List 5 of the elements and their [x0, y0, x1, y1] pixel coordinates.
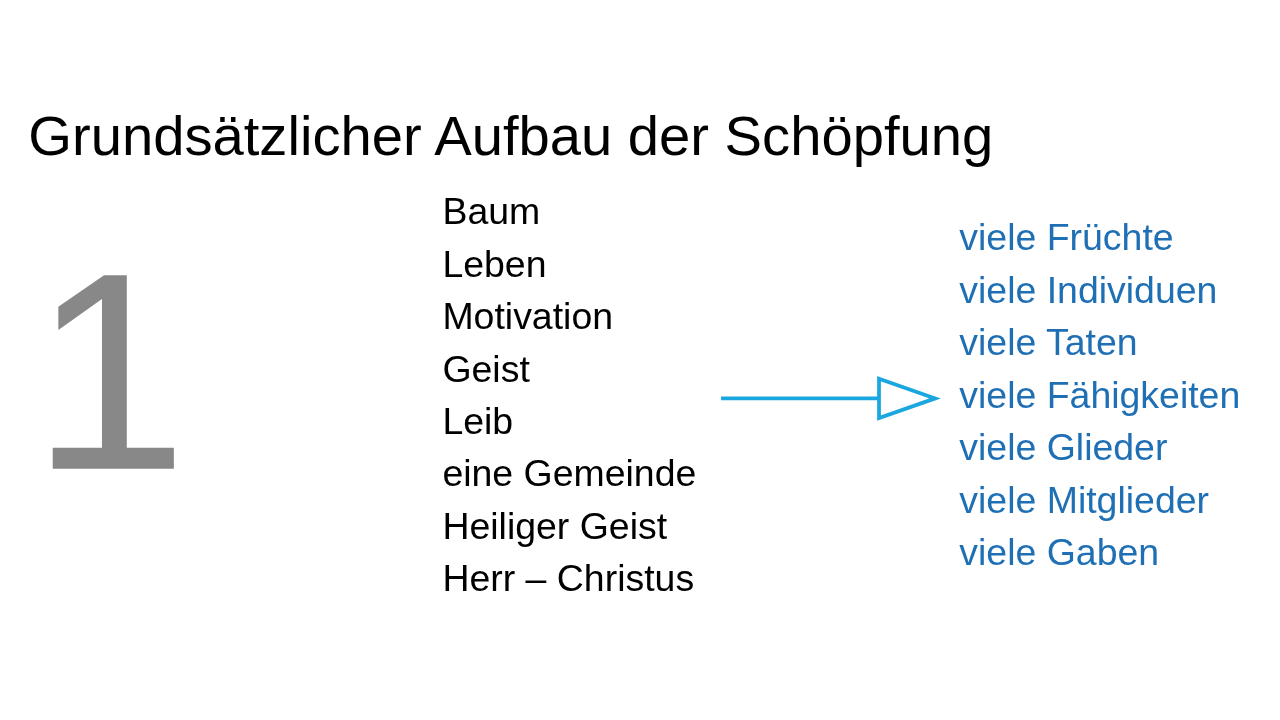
diagram-title: Grundsätzlicher Aufbau der Schöpfung — [28, 103, 994, 167]
node-text: Baum Leben Motivation Geist Leib eine Gemeinde Heiliger Geist Herr – Christus — [442, 190, 697, 600]
node-text: viele Früchte viele Individuen viele Taten viele Fähigkeiten viele Glieder viele Mitglieder viele Gaben — [959, 216, 1241, 574]
label: 1 — [31, 214, 188, 529]
arrow — [721, 376, 941, 421]
